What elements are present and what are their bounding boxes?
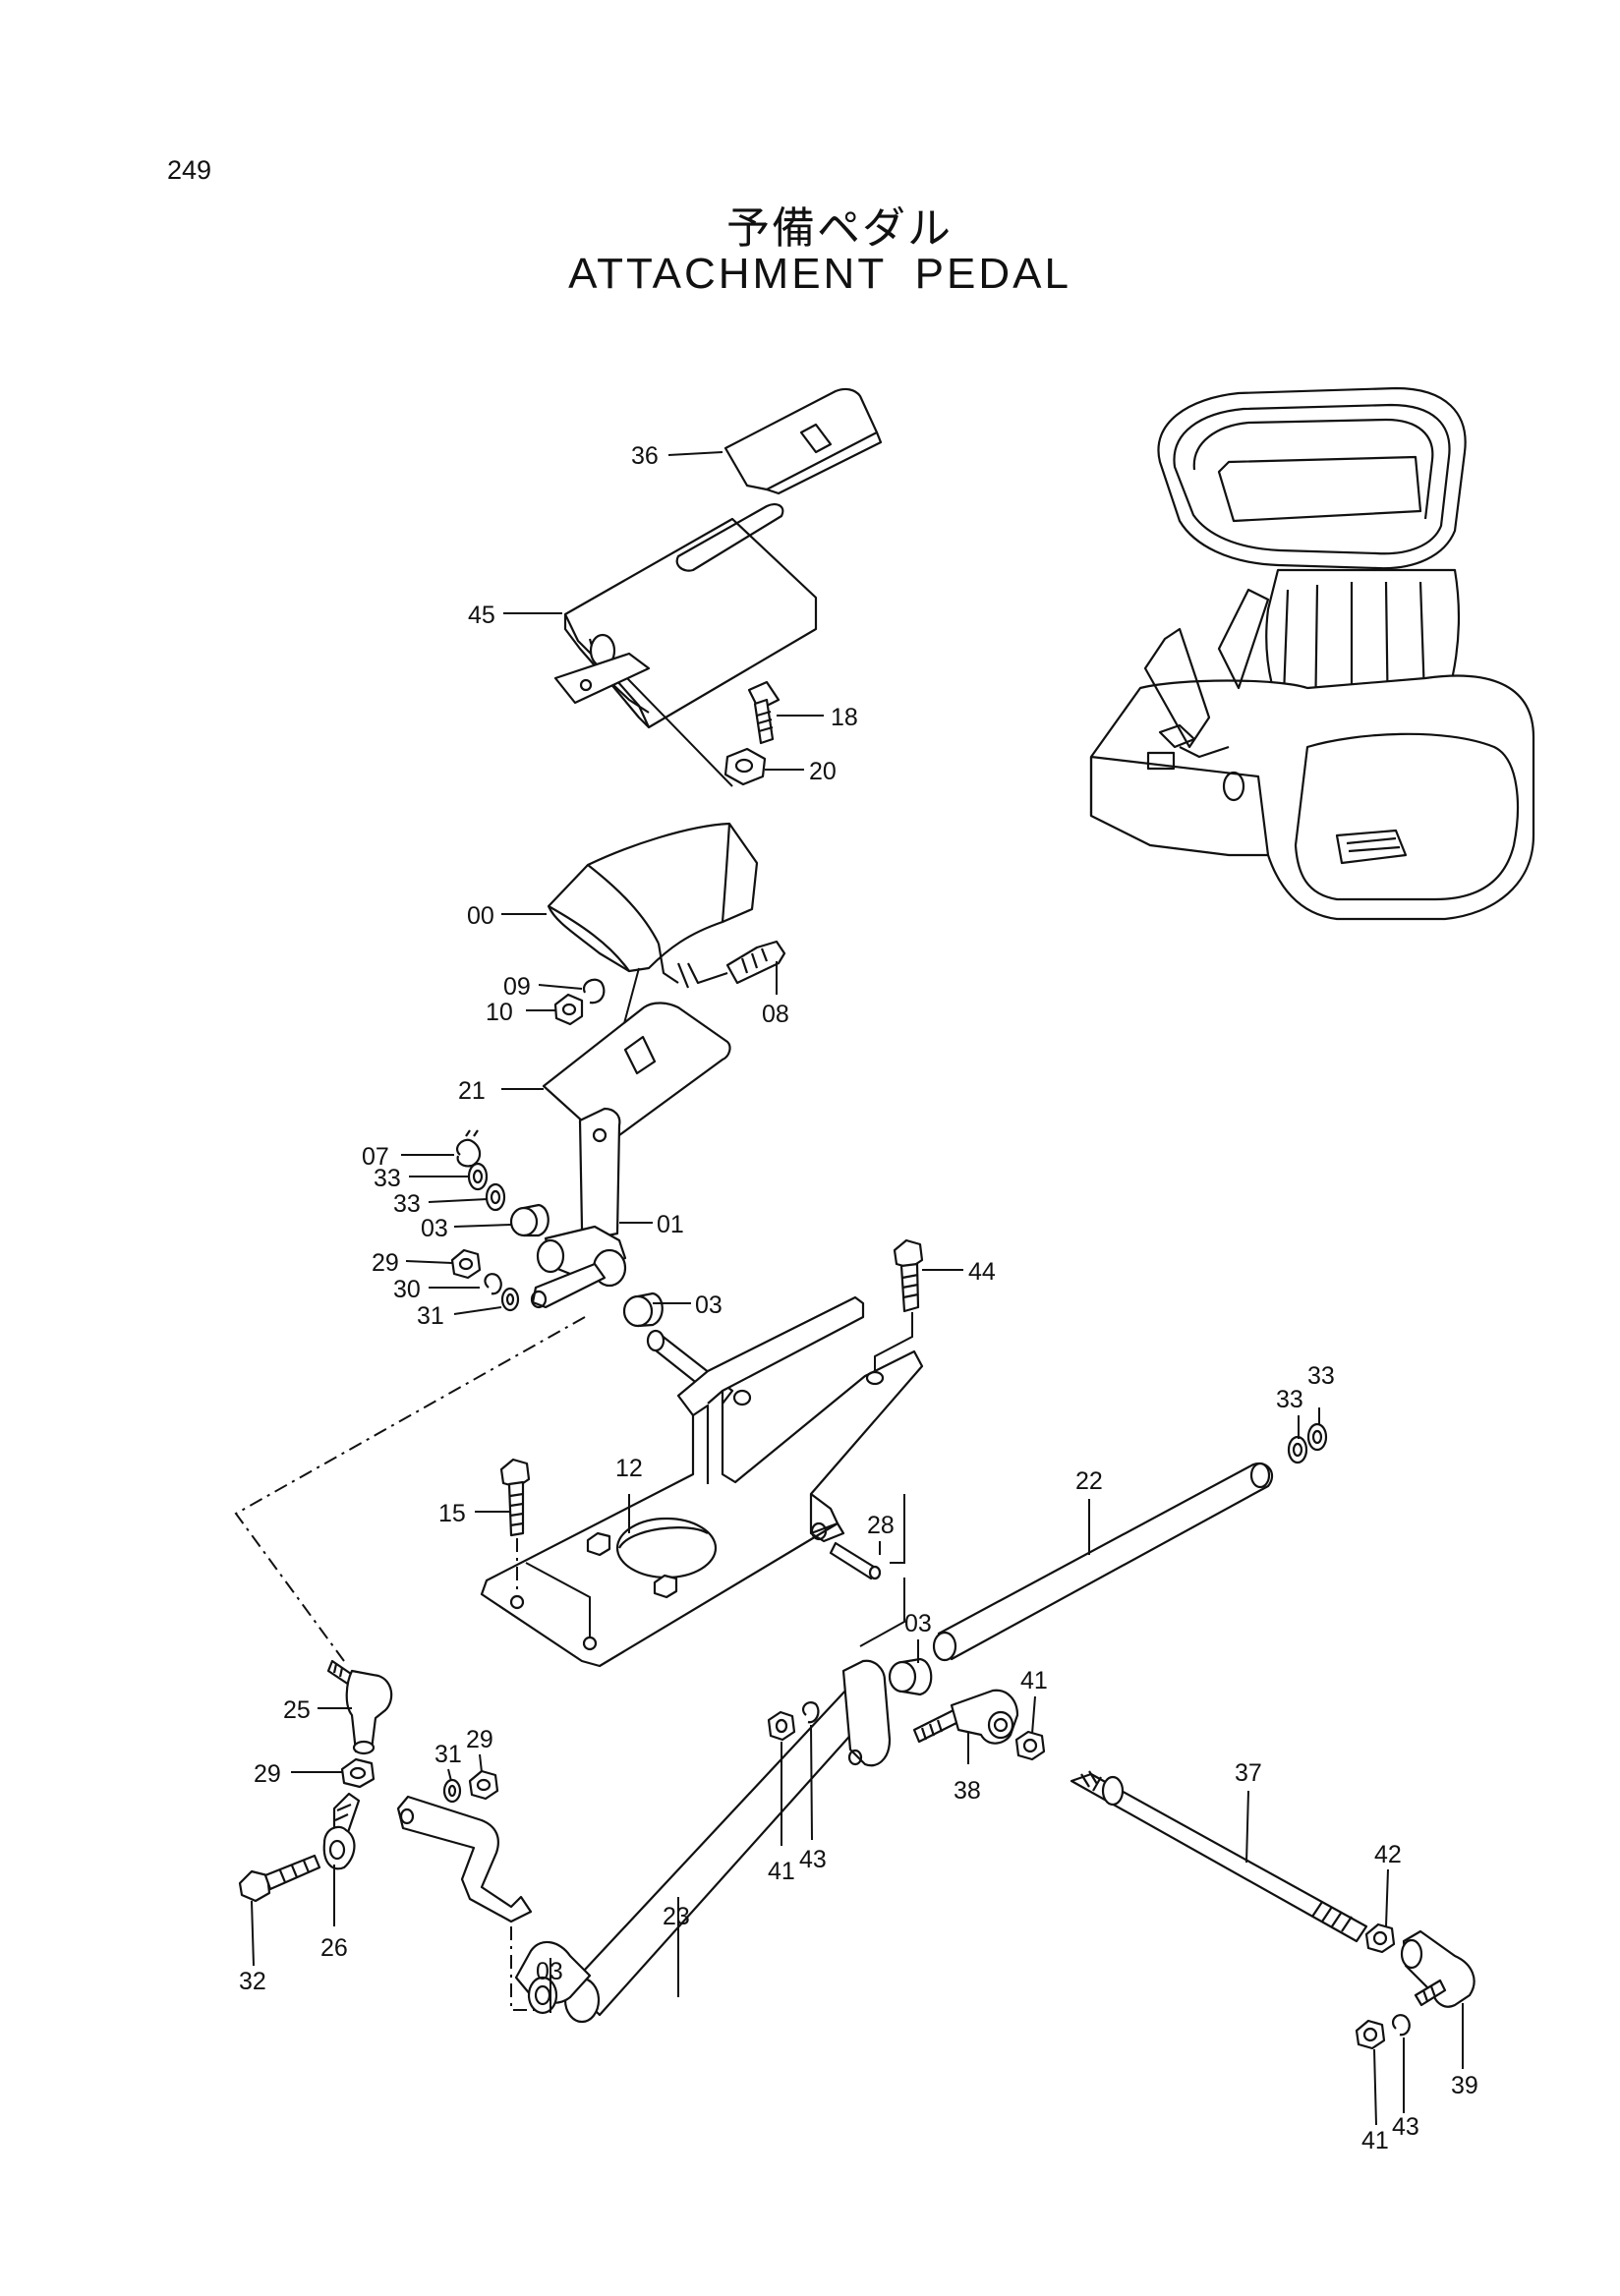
label-44: 44 bbox=[968, 1258, 996, 1286]
nut-part-41-center bbox=[767, 1710, 796, 1742]
snap-ring-part-07 bbox=[455, 1129, 482, 1168]
label-00: 00 bbox=[467, 902, 494, 930]
label-01: 01 bbox=[657, 1211, 684, 1238]
bolt-part-18 bbox=[747, 680, 781, 745]
label-41-c: 41 bbox=[1361, 2127, 1389, 2154]
bolt-part-15 bbox=[499, 1458, 531, 1537]
nut-part-10 bbox=[553, 993, 584, 1026]
bushing-part-03-upper bbox=[509, 1203, 550, 1237]
leader-lines bbox=[251, 451, 1464, 2126]
page-number: 249 bbox=[167, 155, 212, 185]
label-33-b: 33 bbox=[393, 1190, 421, 1218]
label-23: 23 bbox=[663, 1903, 690, 1930]
pedal-part-00 bbox=[547, 822, 759, 989]
elbow-joint-part-38 bbox=[912, 1689, 1019, 1745]
label-09: 09 bbox=[503, 973, 531, 1001]
label-03-d: 03 bbox=[536, 1958, 563, 1985]
bushing-part-03-lower bbox=[622, 1292, 664, 1328]
label-12: 12 bbox=[615, 1455, 643, 1482]
ball-joint-part-25 bbox=[326, 1659, 393, 1755]
label-03-a: 03 bbox=[421, 1215, 448, 1242]
page-title-japanese: 予備ペダル bbox=[726, 203, 953, 254]
washers-part-33 bbox=[467, 1162, 506, 1212]
nut-part-41-far bbox=[1355, 2019, 1386, 2050]
label-38: 38 bbox=[954, 1777, 981, 1805]
label-03-b: 03 bbox=[695, 1292, 723, 1319]
label-26: 26 bbox=[320, 1934, 348, 1962]
label-33-a: 33 bbox=[374, 1165, 401, 1192]
label-41-b: 41 bbox=[768, 1858, 795, 1885]
bolt-part-08 bbox=[687, 940, 786, 985]
label-29-a: 29 bbox=[372, 1249, 399, 1277]
rod-end-part-26 bbox=[322, 1792, 361, 1870]
pedal-pad-part-36 bbox=[723, 387, 883, 495]
nut-part-20 bbox=[723, 747, 767, 786]
label-33-d: 33 bbox=[1307, 1362, 1335, 1390]
ball-joint-part-39 bbox=[1400, 1929, 1475, 2008]
label-32: 32 bbox=[239, 1968, 266, 1995]
nut-part-41-right bbox=[1014, 1730, 1046, 1761]
part-number-labels: 36 45 18 20 00 09 10 08 21 07 33 33 03 0… bbox=[239, 442, 1478, 2154]
rod-part-37 bbox=[1070, 1770, 1368, 1943]
washer-part-43-far bbox=[1391, 2014, 1411, 2037]
label-21: 21 bbox=[458, 1077, 486, 1105]
label-31-a: 31 bbox=[417, 1302, 444, 1330]
label-03-c: 03 bbox=[904, 1610, 932, 1637]
pin-part-28 bbox=[829, 1541, 882, 1580]
label-29-c: 29 bbox=[254, 1760, 281, 1788]
bolt-part-32 bbox=[238, 1854, 321, 1903]
rod-part-22 bbox=[932, 1462, 1274, 1662]
label-25: 25 bbox=[283, 1696, 311, 1724]
label-10: 10 bbox=[486, 999, 513, 1026]
label-18: 18 bbox=[831, 704, 858, 731]
washer-part-09 bbox=[582, 978, 606, 1004]
label-39: 39 bbox=[1451, 2072, 1478, 2099]
label-20: 20 bbox=[809, 758, 837, 785]
label-43-a: 43 bbox=[799, 1846, 827, 1873]
nut-part-42 bbox=[1364, 1923, 1396, 1954]
label-30: 30 bbox=[393, 1276, 421, 1303]
bracket-part-12 bbox=[480, 1295, 924, 1668]
label-08: 08 bbox=[762, 1001, 789, 1028]
nut-part-29-left bbox=[468, 1769, 499, 1801]
label-37: 37 bbox=[1235, 1759, 1262, 1787]
label-45: 45 bbox=[468, 602, 495, 629]
label-29-b: 29 bbox=[466, 1726, 493, 1753]
washer-part-43-center bbox=[801, 1701, 820, 1724]
label-42: 42 bbox=[1374, 1841, 1402, 1868]
washer-part-31-left bbox=[442, 1778, 462, 1804]
label-41-a: 41 bbox=[1020, 1667, 1048, 1694]
shaft-part-23 bbox=[396, 1659, 892, 2024]
bushing-part-03-rod bbox=[888, 1657, 933, 1696]
label-28: 28 bbox=[867, 1512, 895, 1539]
label-33-c: 33 bbox=[1276, 1386, 1303, 1413]
label-43-b: 43 bbox=[1392, 2113, 1419, 2141]
pedal-arm-part-01 bbox=[530, 1107, 627, 1309]
bolt-part-44 bbox=[893, 1238, 924, 1313]
page-title-english: ATTACHMENT PEDAL bbox=[568, 250, 1071, 298]
label-15: 15 bbox=[438, 1500, 466, 1527]
nut-part-29-joint bbox=[340, 1757, 376, 1789]
nut-part-29-upper bbox=[450, 1248, 482, 1280]
machine-overview-illustration bbox=[1089, 386, 1535, 921]
washers-part-33-rod bbox=[1287, 1422, 1328, 1464]
washers-part-30-31 bbox=[484, 1273, 520, 1312]
pedal-cover-part-45 bbox=[553, 502, 818, 729]
label-07: 07 bbox=[362, 1143, 389, 1171]
label-22: 22 bbox=[1075, 1467, 1103, 1495]
label-31-b: 31 bbox=[434, 1741, 462, 1768]
label-36: 36 bbox=[631, 442, 659, 470]
